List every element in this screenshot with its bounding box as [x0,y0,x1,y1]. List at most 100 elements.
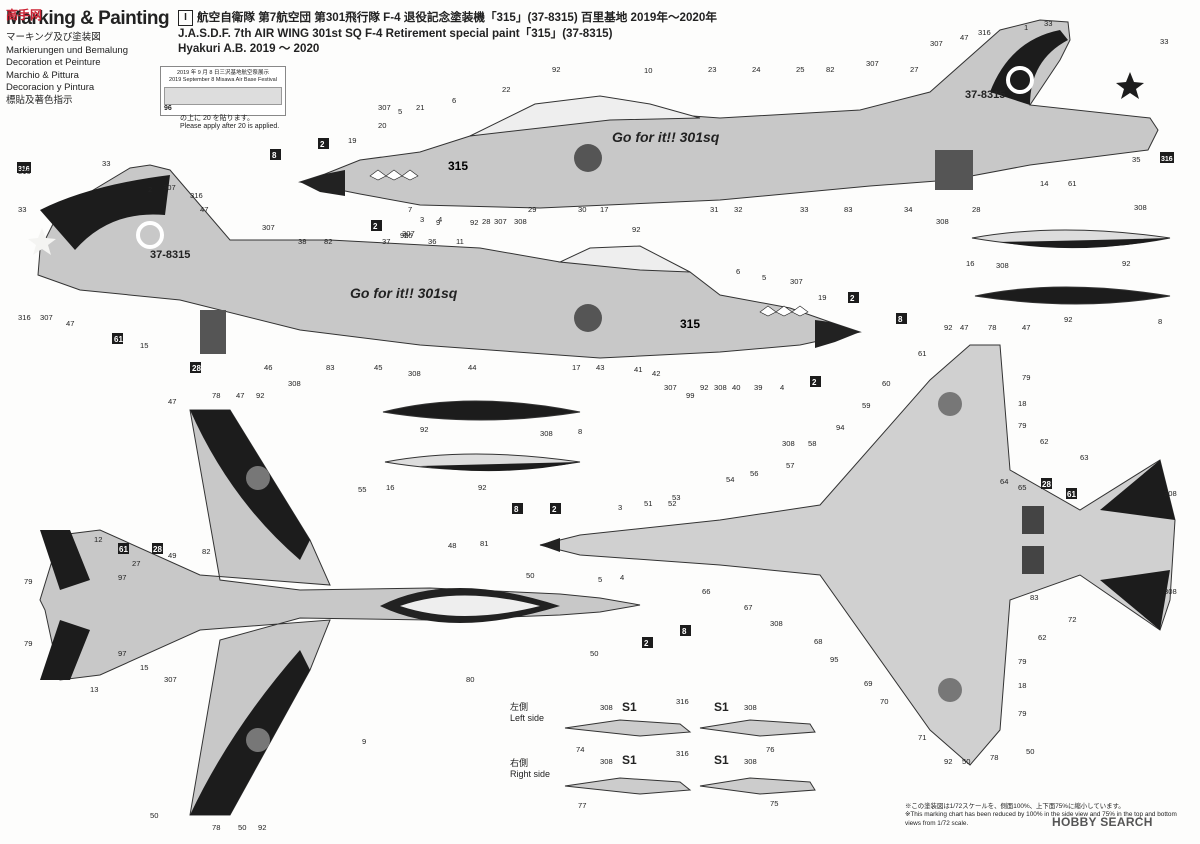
svg-text:9: 9 [362,737,366,746]
svg-text:92: 92 [470,218,478,227]
svg-text:1: 1 [1024,23,1028,32]
svg-text:5: 5 [398,107,402,116]
svg-text:24: 24 [752,65,760,74]
svg-text:18: 18 [1018,681,1026,690]
svg-text:50: 50 [150,811,158,820]
svg-text:316: 316 [676,697,689,706]
svg-text:43: 43 [596,363,604,372]
svg-text:92: 92 [944,757,952,766]
svg-text:92: 92 [1122,259,1130,268]
svg-text:69: 69 [864,679,872,688]
svg-text:308: 308 [770,619,783,628]
pylon-views [564,719,816,795]
svg-text:38: 38 [298,237,306,246]
svg-text:82: 82 [826,65,834,74]
svg-text:316: 316 [978,28,991,37]
svg-text:2: 2 [552,505,557,514]
svg-text:33: 33 [18,205,26,214]
svg-text:308: 308 [600,757,613,766]
svg-text:33: 33 [800,205,808,214]
svg-text:21: 21 [416,103,424,112]
svg-text:61: 61 [918,349,926,358]
svg-text:308: 308 [408,369,421,378]
right-side-label: 右側 Right side [510,758,551,779]
svg-text:79: 79 [24,639,32,648]
svg-text:92: 92 [478,483,486,492]
svg-text:92: 92 [420,425,428,434]
svg-text:22: 22 [502,85,510,94]
language-list: マーキング及び塗装図 Markierungen und Bemalung Dec… [6,32,176,107]
svg-text:16: 16 [966,259,974,268]
svg-text:75: 75 [770,799,778,808]
svg-text:65: 65 [1018,483,1026,492]
svg-text:14: 14 [1040,179,1048,188]
svg-text:9: 9 [436,218,440,227]
svg-text:316: 316 [190,191,203,200]
svg-text:6: 6 [452,96,456,105]
scale-note: ※この塗装図は1/72スケールを、側面100%、上下面75%に縮小しています。 … [905,803,1177,827]
svg-text:29: 29 [528,205,536,214]
lang-zh: 標貼及著色指示 [6,94,73,106]
svg-text:19: 19 [348,136,356,145]
svg-text:26: 26 [404,231,412,240]
svg-text:307: 307 [790,277,803,286]
bottom-view [539,344,1176,766]
svg-text:307: 307 [262,223,275,232]
svg-text:316: 316 [1161,156,1173,163]
svg-text:92: 92 [944,323,952,332]
watermark-credit: HOBBY SEARCH [1052,815,1153,829]
svg-text:47: 47 [66,319,74,328]
side2-serial: 37-8315 [150,249,190,261]
svg-text:74: 74 [576,745,584,754]
lang-it: Marchio & Pittura [6,69,79,81]
svg-text:20: 20 [378,121,386,130]
svg-text:5: 5 [598,575,602,584]
svg-text:83: 83 [844,205,852,214]
svg-text:2: 2 [644,639,649,648]
svg-text:27: 27 [910,65,918,74]
svg-text:307: 307 [866,59,879,68]
svg-text:40: 40 [732,383,740,392]
svg-text:78: 78 [212,391,220,400]
svg-text:308: 308 [996,261,1009,270]
svg-text:83: 83 [1030,593,1038,602]
svg-text:79: 79 [1018,709,1026,718]
svg-text:41: 41 [634,365,642,374]
svg-text:47: 47 [960,323,968,332]
svg-text:15: 15 [140,341,148,350]
svg-text:92: 92 [256,391,264,400]
svg-text:32: 32 [734,205,742,214]
svg-text:308: 308 [744,757,757,766]
svg-text:308: 308 [1164,489,1177,498]
svg-text:13: 13 [90,685,98,694]
svg-text:96: 96 [400,231,408,240]
decal-note: の上に 20 を貼ります。 Please apply after 20 is a… [180,115,280,130]
svg-text:36: 36 [428,237,436,246]
svg-text:61: 61 [119,545,128,554]
decal-number: 96 [164,105,172,112]
svg-text:307: 307 [930,39,943,48]
header-line-2: J.A.S.D.F. 7th AIR WING 301st SQ F-4 Ret… [178,27,613,40]
svg-text:2: 2 [812,378,817,387]
svg-text:61: 61 [114,335,123,344]
svg-text:33: 33 [1160,37,1168,46]
svg-text:18: 18 [1018,399,1026,408]
svg-text:19: 19 [818,293,826,302]
svg-text:308: 308 [936,217,949,226]
svg-text:78: 78 [990,753,998,762]
svg-text:12: 12 [94,535,102,544]
svg-text:92: 92 [632,225,640,234]
left-side-label: 左側 Left side [510,702,545,723]
svg-text:97: 97 [118,573,126,582]
svg-text:307: 307 [378,103,391,112]
svg-text:28: 28 [153,545,162,554]
svg-text:56: 56 [750,469,758,478]
svg-text:39: 39 [754,383,762,392]
svg-text:16: 16 [386,483,394,492]
callout-labels: 8 2 2 61 28 2 8 2 8 2 2 8 61 28 28 61 31… [17,19,1177,832]
svg-text:92: 92 [700,383,708,392]
header-line-3: Hyakuri A.B. 2019 ～ 2020 [178,42,320,55]
svg-text:8: 8 [514,505,519,514]
